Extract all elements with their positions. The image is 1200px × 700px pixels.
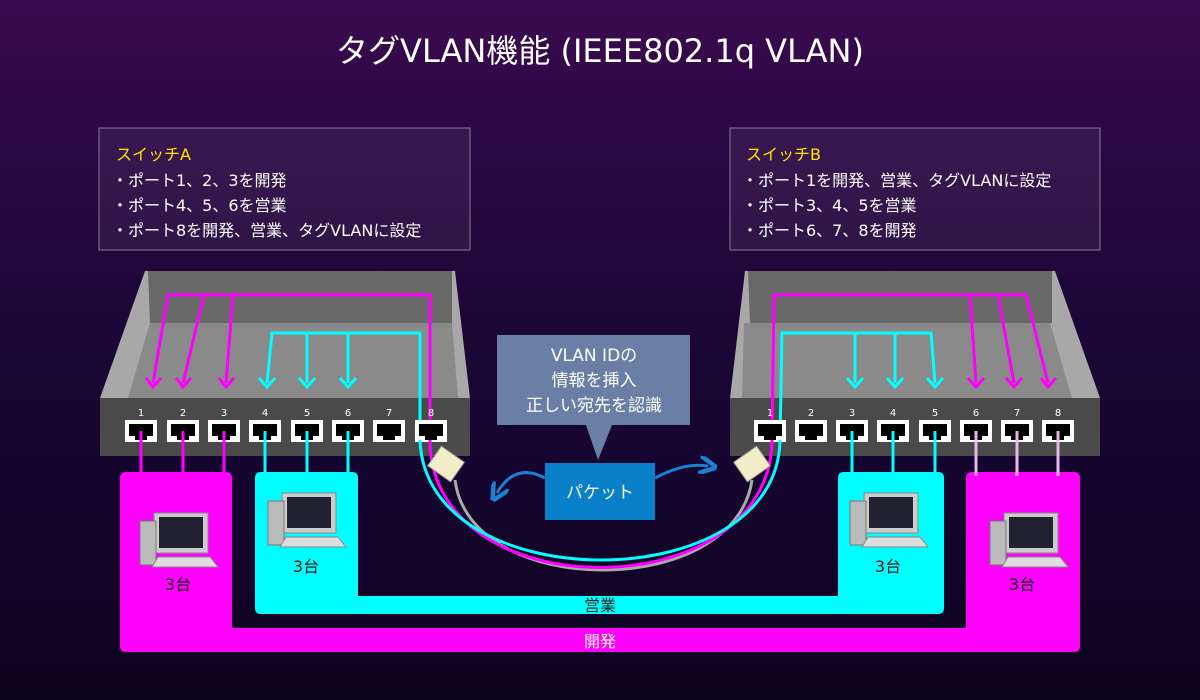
port-number: 6 — [973, 408, 979, 419]
ethernet-port-2[interactable] — [795, 420, 827, 442]
ethernet-port-8[interactable] — [415, 420, 447, 442]
pc-count: 3台 — [875, 557, 901, 576]
port-number: 1 — [767, 408, 773, 419]
switch-a-heading: スイッチA — [116, 145, 191, 164]
info-line: ・ポート1、2、3を開発 — [112, 171, 287, 190]
dev-label: 開発 — [584, 632, 616, 651]
arrow-right-icon — [654, 465, 708, 480]
port-number: 4 — [262, 408, 268, 419]
port-number: 5 — [304, 408, 310, 419]
port-number: 1 — [138, 408, 144, 419]
vlan-id-callout: VLAN IDの 情報を挿入 正しい宛先を認識 — [497, 335, 690, 460]
plug-icon — [732, 445, 772, 483]
callout-line: 正しい宛先を認識 — [526, 396, 662, 416]
port-number: 3 — [221, 408, 227, 419]
pc-count: 3台 — [165, 575, 191, 594]
callout-line: VLAN IDの — [551, 346, 637, 366]
switch-a — [100, 271, 470, 456]
sales-vlan-area — [255, 472, 944, 614]
plug-icon — [426, 445, 466, 483]
switch-b-heading: スイッチB — [746, 145, 821, 164]
info-line: ・ポート4、5、6を営業 — [112, 196, 287, 215]
switch-b — [730, 271, 1100, 456]
port-number: 7 — [386, 408, 392, 419]
pc-icon — [267, 492, 347, 548]
port-number: 4 — [890, 408, 896, 419]
pc-count: 3台 — [293, 557, 319, 576]
info-line: ・ポート1を開発、営業、タグVLANに設定 — [742, 171, 1051, 190]
packet: パケット — [497, 463, 708, 520]
callout-line: 情報を挿入 — [552, 371, 637, 391]
arrow-left-icon — [497, 471, 546, 493]
dev-vlan-area — [120, 472, 1080, 652]
pc-icon — [849, 492, 929, 548]
port-number: 2 — [180, 408, 186, 419]
port-number: 8 — [1055, 408, 1061, 419]
page-title: タグVLAN機能 (IEEE802.1q VLAN) — [336, 32, 864, 70]
info-line: ・ポート8を開発、営業、タグVLANに設定 — [112, 221, 421, 240]
port-number: 2 — [808, 408, 814, 419]
pc-icon — [139, 512, 219, 568]
port-number: 7 — [1014, 408, 1020, 419]
sales-label: 営業 — [584, 596, 616, 615]
port-number: 8 — [428, 408, 434, 419]
port-number: 5 — [932, 408, 938, 419]
port-number: 3 — [849, 408, 855, 419]
switch-b-info: スイッチB ・ポート1を開発、営業、タグVLANに設定 ・ポート3、4、5を営業… — [729, 127, 1101, 251]
trunk-cable — [418, 439, 782, 572]
ethernet-port-7[interactable] — [373, 420, 405, 442]
packet-label: パケット — [566, 483, 634, 503]
port-number: 6 — [345, 408, 351, 419]
pc-icon — [989, 512, 1069, 568]
switch-a-info: スイッチA ・ポート1、2、3を開発 ・ポート4、5、6を営業 ・ポート8を開発… — [98, 127, 471, 251]
ethernet-port-1[interactable] — [754, 420, 786, 442]
info-line: ・ポート6、7、8を開発 — [742, 221, 917, 240]
pc-count: 3台 — [1009, 575, 1035, 594]
info-line: ・ポート3、4、5を営業 — [742, 196, 917, 215]
